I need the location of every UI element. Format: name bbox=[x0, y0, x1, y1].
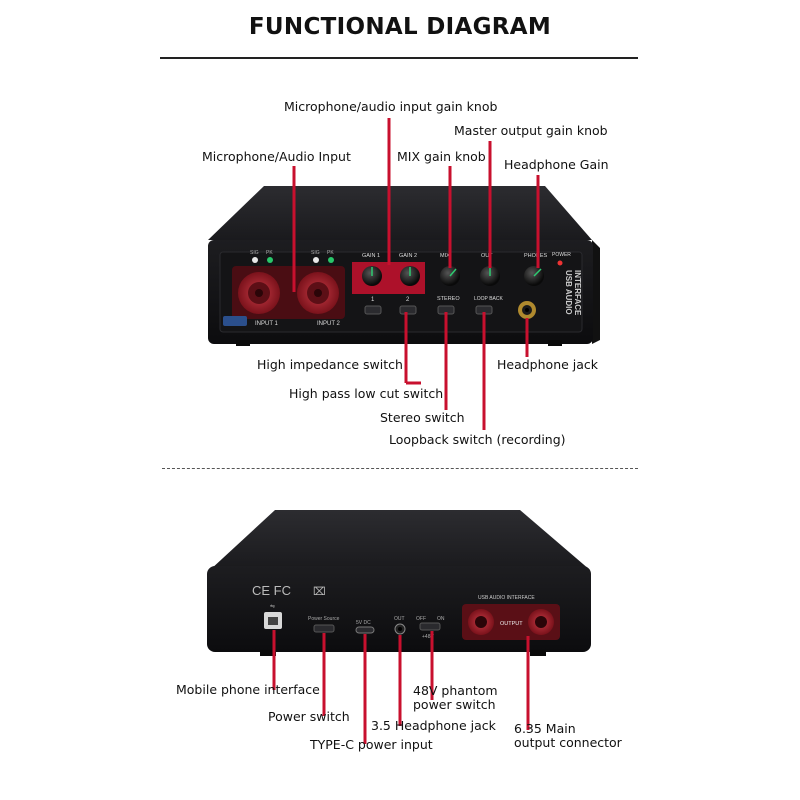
out-label: OUT bbox=[394, 616, 405, 622]
knob-indicator bbox=[533, 268, 542, 277]
power-label: POWER bbox=[552, 252, 571, 258]
section-divider bbox=[162, 468, 638, 469]
headphone-35-jack-hole bbox=[398, 627, 402, 631]
label-phantom: 48V phantom power switch bbox=[413, 683, 498, 712]
sig-label: SIG bbox=[250, 250, 259, 256]
ch1-label: 1 bbox=[371, 297, 375, 303]
sig-led bbox=[313, 257, 319, 263]
back-device-top bbox=[210, 510, 590, 570]
usb-b-port-inner bbox=[268, 617, 278, 625]
usb-audio-interface-text: USB AUDIO INTERFACE bbox=[564, 270, 582, 316]
usb-icon: ⇋ bbox=[270, 603, 275, 610]
xlr-jack-center bbox=[255, 289, 263, 297]
back-foot bbox=[530, 650, 546, 656]
front-device-top bbox=[208, 186, 592, 240]
label-gain-knob: Microphone/audio input gain knob bbox=[284, 99, 498, 114]
power-led bbox=[557, 260, 563, 266]
gain1-label: GAIN 1 bbox=[362, 253, 380, 259]
pk-label: PK bbox=[266, 250, 273, 256]
output-label: OUTPUT bbox=[500, 621, 523, 627]
usb-c-port[interactable] bbox=[355, 626, 375, 634]
power-switch[interactable] bbox=[313, 624, 335, 633]
xlr-jack-center bbox=[314, 289, 322, 297]
cert-marks: CE FC bbox=[252, 583, 291, 598]
off-label: OFF bbox=[416, 616, 426, 622]
svg-text:USB AUDIO: USB AUDIO bbox=[564, 270, 573, 315]
out-label: OUT bbox=[481, 253, 493, 259]
back-device: CE FC ⌧ ⇋ Power Source 5V DC OUT OFF ON … bbox=[207, 510, 591, 656]
label-mobile-interface: Mobile phone interface bbox=[176, 682, 320, 697]
sig-led bbox=[252, 257, 258, 263]
weee-icon: ⌧ bbox=[313, 586, 326, 598]
label-mic-input: Microphone/Audio Input bbox=[202, 149, 351, 164]
label-power-switch: Power switch bbox=[268, 709, 350, 724]
title-underline bbox=[160, 57, 638, 59]
on-label: ON bbox=[437, 616, 445, 622]
label-hpf: High pass low cut switch bbox=[289, 386, 444, 401]
power-source-label: Power Source bbox=[308, 616, 340, 622]
front-foot bbox=[236, 340, 250, 346]
pk-led bbox=[328, 257, 334, 263]
output-jack-hole bbox=[475, 616, 487, 628]
label-jack35: 3.5 Headphone jack bbox=[371, 718, 496, 733]
label-hi-z: High impedance switch bbox=[257, 357, 403, 372]
hi-z-badge bbox=[223, 316, 247, 326]
usb-audio-interface-label: USB AUDIO INTERFACE bbox=[478, 595, 535, 601]
label-mix-knob: MIX gain knob bbox=[397, 149, 486, 164]
phantom-power-switch[interactable] bbox=[419, 622, 441, 631]
ch2-label: 2 bbox=[406, 297, 410, 303]
input1-label: INPUT 1 bbox=[255, 321, 279, 327]
input2-label: INPUT 2 bbox=[317, 321, 341, 327]
gain2-label: GAIN 2 bbox=[399, 253, 417, 259]
v48-label: +48V bbox=[422, 634, 434, 640]
front-foot bbox=[548, 340, 562, 346]
front-device-side bbox=[592, 240, 600, 344]
front-callouts bbox=[292, 118, 540, 430]
svg-text:INTERFACE: INTERFACE bbox=[573, 270, 582, 316]
hpf-switch[interactable] bbox=[399, 305, 417, 315]
label-stereo: Stereo switch bbox=[380, 410, 465, 425]
pk-led bbox=[267, 257, 273, 263]
back-callouts bbox=[272, 630, 530, 744]
label-master-knob: Master output gain knob bbox=[454, 123, 608, 138]
page-title: FUNCTIONAL DIAGRAM bbox=[248, 14, 552, 40]
label-typec: TYPE-C power input bbox=[310, 737, 433, 752]
knob-indicator bbox=[449, 268, 457, 277]
loopback-label: LOOP BACK bbox=[474, 296, 503, 302]
label-headphone-gain: Headphone Gain bbox=[504, 157, 609, 172]
dc-label: 5V DC bbox=[356, 620, 371, 626]
phones-label: PHONES bbox=[524, 253, 548, 259]
sig-label: SIG bbox=[311, 250, 320, 256]
hi-z-switch[interactable] bbox=[364, 305, 382, 315]
back-foot bbox=[260, 650, 276, 656]
label-main-output: 6.35 Main output connector bbox=[514, 721, 622, 750]
mix-label: MIX bbox=[440, 253, 450, 259]
pk-label: PK bbox=[327, 250, 334, 256]
label-headphone-jack: Headphone jack bbox=[497, 357, 599, 372]
headphone-jack-center bbox=[525, 308, 529, 312]
label-loopback: Loopback switch (recording) bbox=[389, 432, 566, 447]
front-device: SIG PK SIG PK INPUT 1 INPUT 2 GAIN 1 GAI… bbox=[208, 186, 600, 346]
output-jack-hole bbox=[535, 616, 547, 628]
stereo-label: STEREO bbox=[437, 296, 460, 302]
